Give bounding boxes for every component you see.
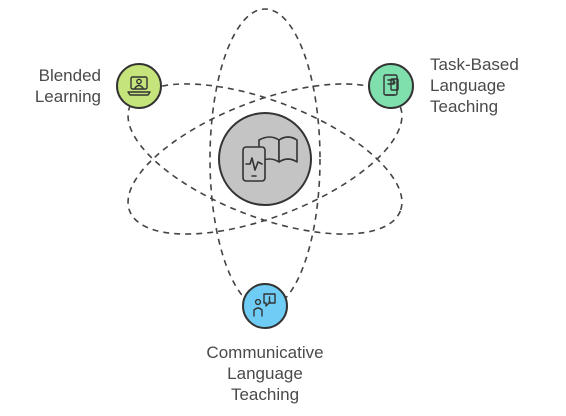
- mobile-phone-book-icon: [242, 136, 298, 182]
- node-blended-learning: [116, 63, 162, 109]
- label-blended-learning: Blended Learning: [35, 65, 101, 107]
- label-line: Language: [227, 364, 303, 383]
- laptop-person-icon: [127, 76, 151, 96]
- label-line: Teaching: [230, 385, 300, 404]
- label-line: Learning: [34, 87, 101, 106]
- orbit-ring-falling: [127, 83, 403, 235]
- label-task-based-language-teaching: Task-Based Language Teaching: [430, 54, 519, 117]
- label-line: Task-Based: [430, 55, 519, 74]
- label-line: Blended: [38, 66, 101, 85]
- document-tablet-icon: [383, 74, 399, 96]
- person-speech-bubble-icon: [253, 293, 276, 317]
- node-task-based-language-teaching: [368, 63, 414, 109]
- orbit-ring-rising: [127, 83, 403, 235]
- label-line: Language: [430, 76, 506, 95]
- node-communicative-language-teaching: [242, 283, 288, 329]
- center-node: [218, 112, 312, 206]
- label-line: Communicative: [206, 343, 324, 362]
- label-line: Teaching: [430, 97, 499, 116]
- label-communicative-language-teaching: Communicative Language Teaching: [165, 342, 365, 405]
